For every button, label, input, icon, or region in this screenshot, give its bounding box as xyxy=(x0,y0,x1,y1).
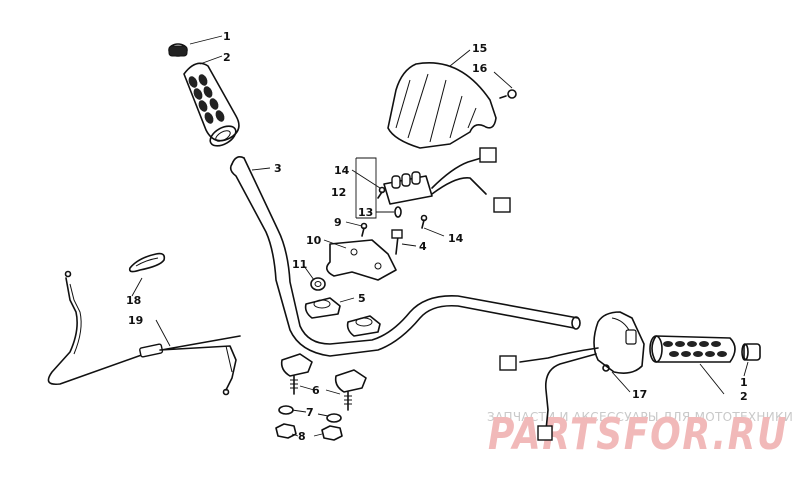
handlebar: 3 xyxy=(229,156,581,357)
nut-a xyxy=(275,423,297,439)
lower-risers: 6 7 8 xyxy=(275,353,367,443)
end-cap-right xyxy=(741,343,761,361)
switch-pin-13 xyxy=(394,206,402,218)
callout-1-right: 1 xyxy=(740,376,748,389)
upper-clamps: 5 xyxy=(304,292,381,337)
callout-11: 11 xyxy=(292,258,307,271)
riser-a xyxy=(280,353,313,395)
callout-14-bottom: 14 xyxy=(448,232,464,245)
callout-8: 8 xyxy=(298,430,306,443)
callout-2-right: 2 xyxy=(740,390,748,403)
grip-left xyxy=(183,62,240,147)
washer-a xyxy=(278,405,294,415)
callout-17: 17 xyxy=(632,388,647,401)
watermark-tagline: ЗАПЧАСТИ И АКСЕССУАРЫ ДЛЯ МОТОТЕХНИКИ xyxy=(487,410,793,424)
screw-9 xyxy=(360,222,368,237)
bolt-4 xyxy=(391,229,403,255)
bracket-10 xyxy=(326,239,397,281)
callout-6: 6 xyxy=(312,384,320,397)
bracket-assembly: 4 9 10 11 xyxy=(292,216,427,291)
callout-3: 3 xyxy=(274,162,282,175)
screw-14-a xyxy=(377,186,386,199)
callout-19: 19 xyxy=(128,314,143,327)
upper-clamp-b xyxy=(346,315,381,337)
callout-14-top: 14 xyxy=(334,164,350,177)
screw-14-b xyxy=(420,214,428,229)
cable-strap xyxy=(128,252,166,273)
callout-2-left: 2 xyxy=(223,51,231,64)
handlebar-cover: 15 16 xyxy=(387,42,517,149)
callout-10: 10 xyxy=(306,234,322,247)
right-grip-assembly: 1 2 xyxy=(649,335,761,403)
riser-b xyxy=(334,369,367,411)
callout-13: 13 xyxy=(358,206,373,219)
cover-screw xyxy=(499,89,517,99)
bushing-11 xyxy=(310,277,326,291)
left-grip-assembly: 1 2 xyxy=(168,30,240,147)
callout-9: 9 xyxy=(334,216,342,229)
callout-12: 12 xyxy=(331,186,346,199)
washer-b xyxy=(326,413,342,423)
cable-assembly: 18 19 xyxy=(47,252,241,396)
callout-18: 18 xyxy=(126,294,141,307)
callout-7: 7 xyxy=(306,406,314,419)
end-cap-left xyxy=(168,43,188,57)
upper-clamp-a xyxy=(304,297,341,319)
switch-bank xyxy=(383,147,511,213)
switch-assembly: 14 12 13 14 xyxy=(331,147,511,245)
watermark-logo: PARTSFOR.RU xyxy=(488,409,788,460)
harness-17 xyxy=(499,347,599,441)
callout-16: 16 xyxy=(472,62,488,75)
nut-b xyxy=(321,425,343,441)
throttle-cable xyxy=(47,270,241,396)
callout-1-left: 1 xyxy=(223,30,231,43)
grip-right xyxy=(649,335,736,363)
right-switch-assembly: 17 xyxy=(499,311,647,441)
callout-4: 4 xyxy=(419,240,427,253)
callout-15: 15 xyxy=(472,42,487,55)
watermark: ЗАПЧАСТИ И АКСЕССУАРЫ ДЛЯ МОТОТЕХНИКИ PA… xyxy=(487,409,793,460)
switch-housing xyxy=(593,311,645,374)
callout-5: 5 xyxy=(358,292,366,305)
